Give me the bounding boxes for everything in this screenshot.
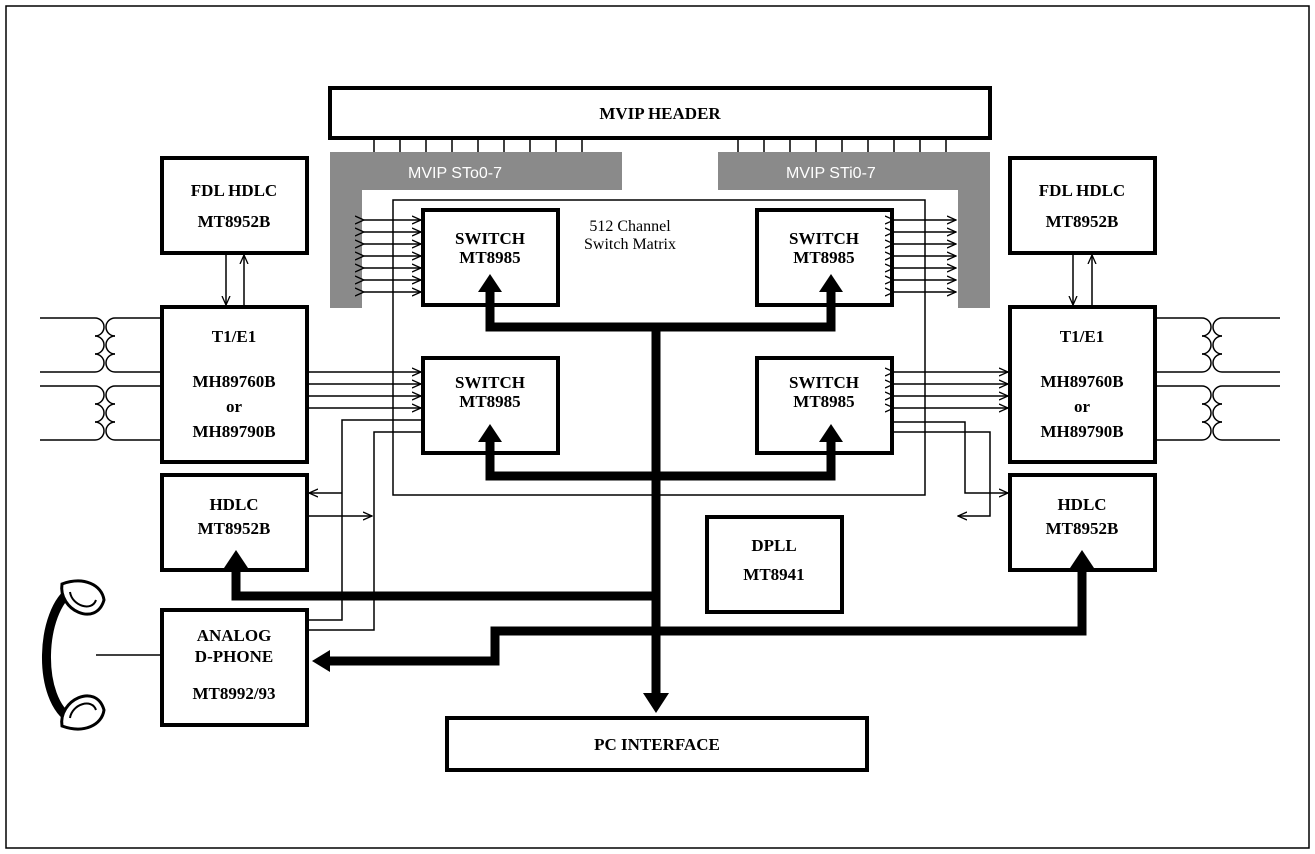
mvip-out-label: MVIP STo0-7 xyxy=(408,165,502,182)
pc-interface-label: PC INTERFACE xyxy=(594,735,720,754)
telephone-handset-icon xyxy=(42,579,162,731)
outer-border xyxy=(5,5,1310,849)
pc-interface-block: PC INTERFACE xyxy=(445,716,869,772)
transformer-icon xyxy=(40,317,1280,441)
header-pins xyxy=(373,138,947,152)
transformer-icon xyxy=(40,317,162,373)
dpll-line1: DPLL xyxy=(751,536,796,555)
hdlc-left-line1: HDLC xyxy=(209,495,258,514)
transformer-icon xyxy=(1155,317,1280,373)
t1e1-left-line4: MH89790B xyxy=(192,422,275,441)
t1e1-right-line3: or xyxy=(1074,397,1091,416)
t1e1-left-line2: MH89760B xyxy=(192,372,275,391)
switch-top-right-line2: MT8985 xyxy=(793,248,854,267)
switch-top-right-line1: SWITCH xyxy=(789,229,859,248)
fdl-hdlc-right: FDL HDLC MT8952B xyxy=(1008,156,1157,255)
switch-bottom-left-line2: MT8985 xyxy=(459,392,520,411)
fdl-hdlc-left-line2: MT8952B xyxy=(198,212,271,231)
switch-bottom-right-line1: SWITCH xyxy=(789,373,859,392)
t1e1-right: T1/E1 MH89760B or MH89790B xyxy=(1008,305,1157,464)
matrix-label-1: 512 Channel xyxy=(589,218,671,235)
t1e1-left: T1/E1 MH89760B or MH89790B xyxy=(160,305,309,464)
t1e1-right-line1: T1/E1 xyxy=(1060,327,1104,346)
switch-bottom-right-line2: MT8985 xyxy=(793,392,854,411)
mvip-header-block: MVIP HEADER xyxy=(328,86,992,140)
t1e1-right-line4: MH89790B xyxy=(1040,422,1123,441)
fdl-hdlc-right-line2: MT8952B xyxy=(1046,212,1119,231)
analog-line3: MT8992/93 xyxy=(192,684,275,703)
switch-top-right: SWITCH MT8985 xyxy=(755,208,894,307)
cpu-bus xyxy=(224,274,1094,713)
dpll-block: DPLL MT8941 xyxy=(705,515,844,614)
fdl-hdlc-right-line1: FDL HDLC xyxy=(1039,181,1125,200)
t1e1-left-line1: T1/E1 xyxy=(212,327,256,346)
mvip-header-label: MVIP HEADER xyxy=(599,104,721,123)
analog-line1: ANALOG xyxy=(197,626,272,645)
matrix-label-2: Switch Matrix xyxy=(584,236,676,253)
switch-link-arrows xyxy=(309,220,1008,408)
switch-bottom-right: SWITCH MT8985 xyxy=(755,356,894,455)
t1e1-right-line2: MH89760B xyxy=(1040,372,1123,391)
switch-bottom-left-line1: SWITCH xyxy=(455,373,525,392)
t1e1-left-line3: or xyxy=(226,397,243,416)
hdlc-left-line2: MT8952B xyxy=(198,519,271,538)
hdlc-right-line2: MT8952B xyxy=(1046,519,1119,538)
fdl-hdlc-left-line1: FDL HDLC xyxy=(191,181,277,200)
hdlc-signal-lines xyxy=(307,419,1008,631)
analog-line2: D-PHONE xyxy=(195,647,273,666)
switch-top-left-line1: SWITCH xyxy=(455,229,525,248)
transformer-icon xyxy=(1155,385,1280,441)
analog-dphone-block: ANALOG D-PHONE MT8992/93 xyxy=(160,608,309,727)
switch-top-left-line2: MT8985 xyxy=(459,248,520,267)
dpll-line2: MT8941 xyxy=(743,565,804,584)
fdl-hdlc-left: FDL HDLC MT8952B xyxy=(160,156,309,255)
fdl-t1-arrows xyxy=(226,253,1092,305)
mvip-in-label: MVIP STi0-7 xyxy=(786,165,876,182)
transformer-icon xyxy=(40,385,162,441)
mvip-in-bus: MVIP STi0-7 xyxy=(718,152,990,308)
hdlc-right-line1: HDLC xyxy=(1057,495,1106,514)
